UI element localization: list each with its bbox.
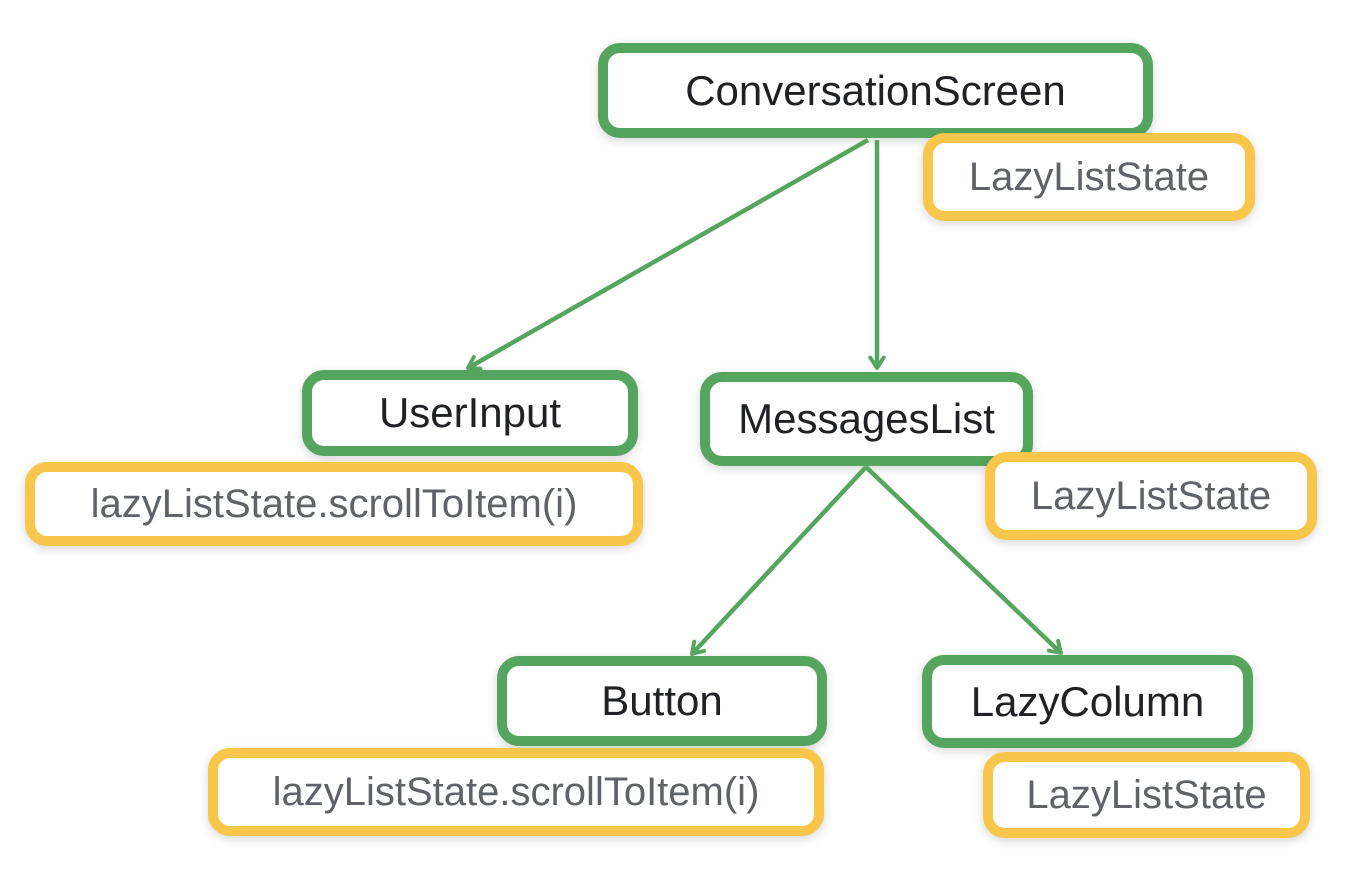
state-label-scrolltoitem-button: lazyListState.scrollToItem(i) xyxy=(208,748,824,836)
state-label-lazyliststate-top: LazyListState xyxy=(923,133,1255,221)
state-label-lazyliststate-bottom: LazyListState xyxy=(983,752,1310,838)
state-label-scrolltoitem-userinput: lazyListState.scrollToItem(i) xyxy=(25,462,643,546)
node-user-input: UserInput xyxy=(302,370,638,456)
state-label-lazyliststate-middle: LazyListState xyxy=(985,452,1317,540)
node-conversation-screen: ConversationScreen xyxy=(598,43,1153,138)
edge-messageslist-to-button xyxy=(690,465,868,656)
edge-conversationscreen-to-userinput xyxy=(466,138,870,371)
node-messages-list: MessagesList xyxy=(700,372,1033,466)
node-button: Button xyxy=(497,656,827,746)
node-lazy-column: LazyColumn xyxy=(922,655,1253,748)
